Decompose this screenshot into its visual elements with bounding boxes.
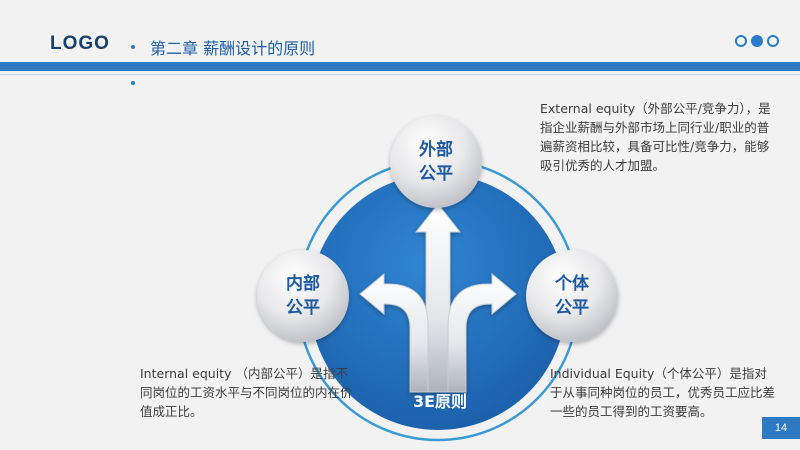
node-individual bbox=[526, 250, 618, 342]
header-divider bbox=[0, 74, 800, 75]
node-label-individual: 个体 公平 bbox=[555, 274, 589, 318]
page-number: 14 bbox=[762, 417, 800, 439]
decorative-dot bbox=[131, 81, 135, 85]
node-internal bbox=[257, 250, 349, 342]
arrows-icon bbox=[359, 203, 517, 393]
header-bar bbox=[0, 62, 800, 71]
arrow-left-icon bbox=[359, 272, 429, 393]
node-external bbox=[390, 116, 482, 208]
individual-equity-text: Individual Equity（个体公平）是指对于从事同种岗位的员工，优秀员… bbox=[550, 366, 776, 419]
decorative-circles bbox=[735, 35, 779, 47]
title-bullet-dot bbox=[131, 45, 135, 49]
slide-title: 第二章 薪酬设计的原则 bbox=[150, 39, 316, 58]
node-label-external: 外部 公平 bbox=[419, 140, 453, 184]
circle-icon-outline bbox=[735, 35, 747, 47]
logo: LOGO bbox=[50, 33, 110, 54]
circle-icon-outline bbox=[767, 35, 779, 47]
center-label: 3E原则 bbox=[412, 392, 468, 411]
arrow-right-icon bbox=[447, 272, 517, 393]
node-label-internal: 内部 公平 bbox=[286, 274, 320, 318]
internal-equity-text: Internal equity （内部公平）是指不同岗位的工资水平与不同岗位的内… bbox=[140, 366, 353, 419]
circle-icon-filled bbox=[751, 35, 763, 47]
external-equity-text: External equity（外部公平/竞争力），是指企业薪酬与外部市场上同行… bbox=[540, 101, 771, 173]
